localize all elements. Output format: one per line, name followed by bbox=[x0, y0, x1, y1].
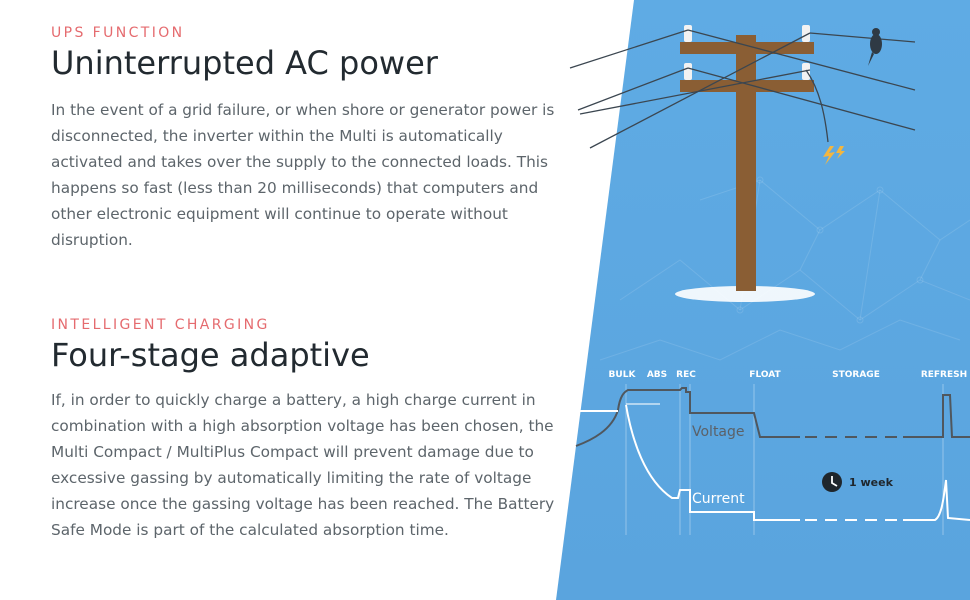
section-eyebrow-ups: UPS FUNCTION bbox=[51, 25, 185, 41]
section-body-charging: If, in order to quickly charge a battery… bbox=[51, 391, 555, 539]
stage-label-rec: REC bbox=[676, 370, 696, 380]
stage-label-bulk: BULK bbox=[609, 370, 637, 380]
power-lines bbox=[569, 29, 916, 149]
charging-chart: BULK ABS REC FLOAT STORAGE REFRESH Volta… bbox=[575, 370, 970, 535]
section-body-ups: In the event of a grid failure, or when … bbox=[51, 101, 555, 249]
stage-label-storage: STORAGE bbox=[832, 370, 880, 380]
current-label: Current bbox=[692, 491, 745, 507]
duration-label: 1 week bbox=[849, 476, 894, 489]
section-eyebrow-charging: INTELLIGENT CHARGING bbox=[51, 317, 270, 333]
section-title-ups: Uninterrupted AC power bbox=[51, 44, 438, 82]
stage-label-float: FLOAT bbox=[749, 370, 781, 380]
voltage-label: Voltage bbox=[692, 424, 745, 440]
voltage-curve bbox=[575, 387, 800, 447]
stage-label-refresh: REFRESH bbox=[921, 370, 967, 380]
stage-label-abs: ABS bbox=[647, 370, 667, 380]
clock-icon bbox=[822, 472, 842, 492]
section-title-charging: Four-stage adaptive bbox=[51, 336, 370, 374]
bird-icon bbox=[868, 28, 882, 66]
spark-icon bbox=[823, 146, 845, 165]
current-curve bbox=[625, 404, 800, 521]
